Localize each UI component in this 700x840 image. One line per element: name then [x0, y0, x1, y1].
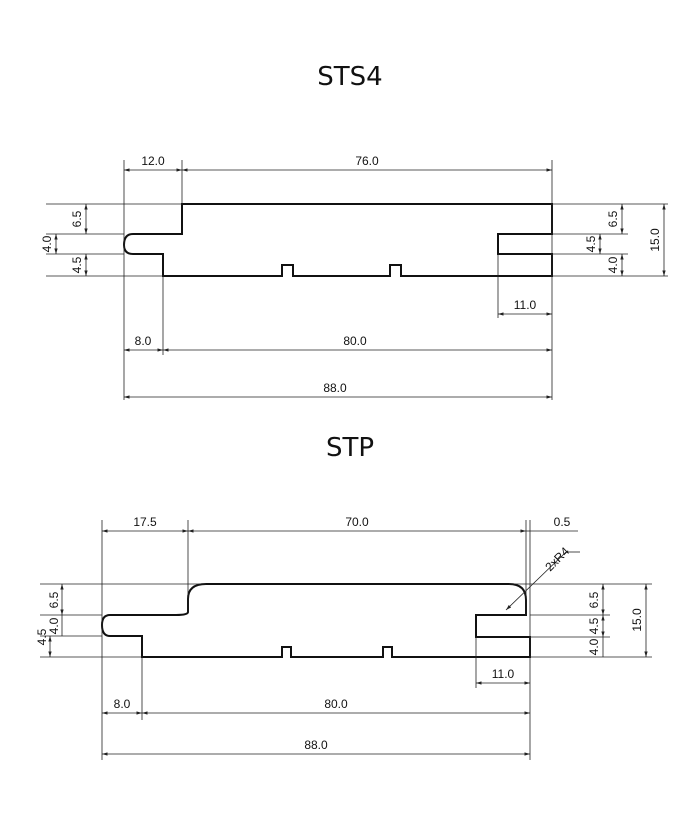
sts4-dim-4-0-left: 4.0: [40, 235, 54, 252]
stp-dim-4-5-right: 4.5: [587, 617, 601, 634]
stp-dim-0-5: 0.5: [554, 515, 571, 529]
stp-title: STP: [325, 433, 375, 463]
sts4-dim-12: 12.0: [141, 154, 165, 168]
stp-dim-11: 11.0: [492, 667, 515, 681]
sts4-drawing: 12.0 76.0 6.5 4.0 4.5 4.5 6.5 4.0 15.0 1…: [40, 154, 668, 400]
sts4-title: STS4: [317, 62, 383, 92]
sts4-dim-4-5-left: 4.5: [70, 256, 84, 273]
sts4-dim-4-0-right: 4.0: [606, 256, 620, 273]
stp-dim-70: 70.0: [345, 515, 369, 529]
stp-dim-4-5-left: 4.5: [35, 628, 49, 645]
stp-dim-8: 8.0: [114, 697, 131, 711]
sts4-dim-6-5-right: 6.5: [606, 210, 620, 227]
sts4-dim-6-5-left: 6.5: [70, 210, 84, 227]
sts4-dim-76: 76.0: [355, 154, 379, 168]
stp-dim-4-0-left: 4.0: [47, 617, 61, 634]
sts4-dim-88: 88.0: [323, 381, 347, 395]
sts4-dim-15: 15.0: [648, 228, 662, 252]
stp-dim-4-0-right: 4.0: [587, 638, 601, 655]
stp-radius-label: 2xR4: [542, 544, 572, 574]
stp-dim-15: 15.0: [630, 608, 644, 632]
sts4-dim-4-5-right: 4.5: [584, 235, 598, 252]
stp-dim-88: 88.0: [304, 738, 328, 752]
stp-dim-80: 80.0: [324, 697, 348, 711]
sts4-profile-outline: [122, 203, 553, 277]
stp-dim-6-5-right: 6.5: [587, 591, 601, 608]
stp-dim-6-5-left: 6.5: [47, 591, 61, 608]
stp-dim-17-5: 17.5: [133, 515, 157, 529]
stp-drawing: 17.5 70.0 0.5 2xR4 6.5 4.0 4.5 6.5 4.5 4…: [35, 515, 652, 760]
sts4-dim-8: 8.0: [135, 334, 152, 348]
sts4-dim-80: 80.0: [343, 334, 367, 348]
stp-profile-outline: [100, 583, 531, 658]
sts4-dim-11: 11.0: [514, 298, 537, 312]
